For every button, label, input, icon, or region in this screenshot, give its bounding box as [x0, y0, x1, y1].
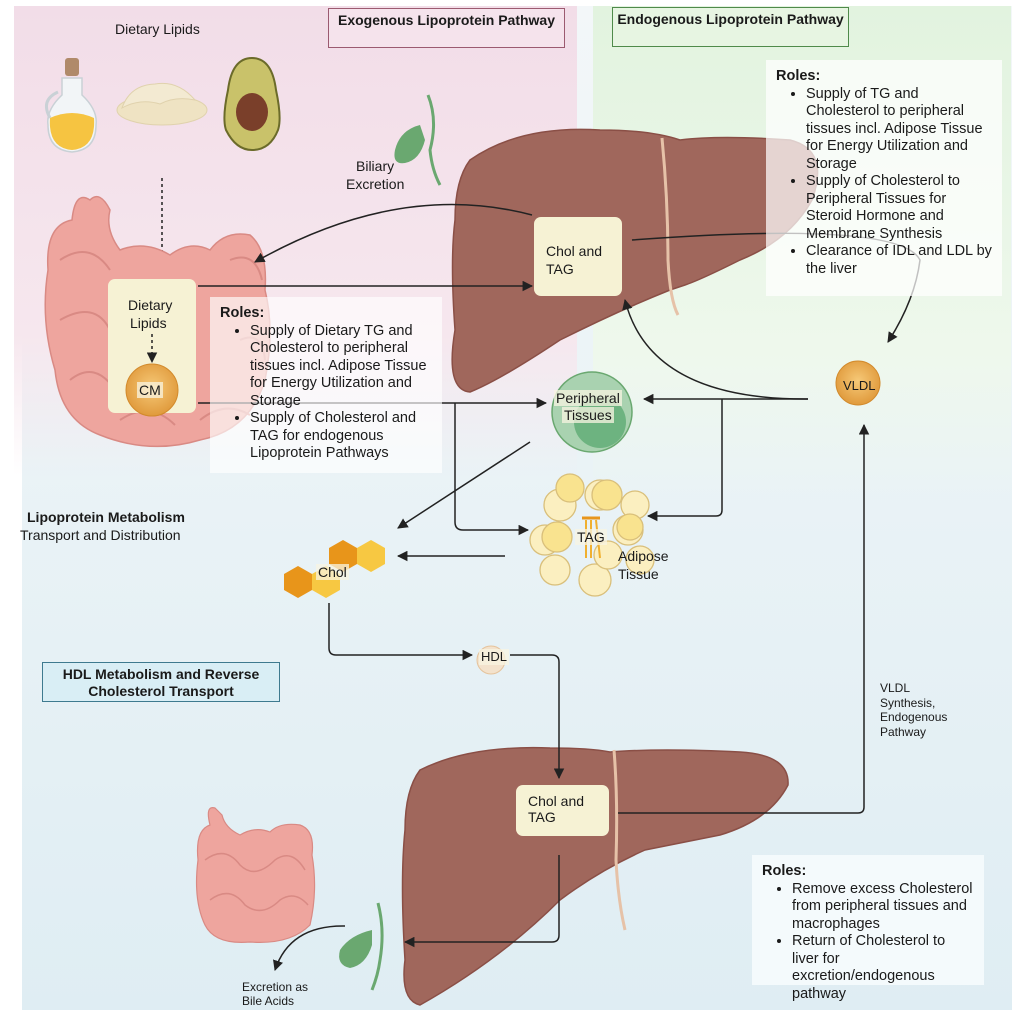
arrow-liver-to-intestine — [254, 203, 533, 263]
liver-bottom-box-line2: TAG — [528, 809, 556, 825]
arrow-cm-to-adipose — [454, 403, 530, 536]
avocado-icon — [223, 56, 281, 152]
endogenous-pathway-title: Endogenous Lipoprotein Pathway — [612, 7, 849, 47]
oil-bottle-icon — [44, 58, 97, 153]
arrow-liver-to-gallbladder — [403, 855, 560, 948]
arrow-vldl-to-liver — [622, 298, 809, 400]
role-item: Supply of Cholesterol and TAG for endoge… — [250, 410, 432, 463]
roles-heading: Roles: — [220, 305, 265, 321]
intestine-box-label-line2: Lipids — [130, 315, 167, 331]
role-item: Supply of Dietary TG and Cholesterol to … — [250, 323, 432, 411]
vldl-synthesis-line4: Pathway — [880, 724, 927, 739]
endogenous-roles-box: Roles: Supply of TG and Cholesterol to p… — [766, 60, 1002, 296]
biliary-excretion-label-line2: Excretion — [346, 176, 405, 192]
gallbladder-icon — [394, 94, 442, 186]
intestine-box-label-line1: Dietary — [128, 297, 173, 313]
vldl-synthesis-line3: Endogenous — [880, 710, 948, 724]
role-item: Supply of TG and Cholesterol to peripher… — [806, 86, 992, 174]
hdl-roles-box: Roles: Remove excess Cholesterol from pe… — [752, 855, 984, 1002]
cm-label: CM — [137, 382, 163, 398]
excretion-bile-acids-label-line1: Excretion as — [242, 980, 309, 994]
roles-heading: Roles: — [762, 863, 807, 879]
liver-top-icon — [451, 128, 819, 393]
adipose-tissue-label-line2: Tissue — [618, 566, 659, 582]
small-intestine-bottom-icon — [195, 807, 316, 943]
mayonnaise-icon — [116, 82, 208, 126]
tag-label: TAG — [575, 529, 607, 545]
biliary-excretion-label-line1: Biliary — [356, 158, 395, 174]
hdl-metabolism-title: HDL Metabolism and Reverse Cholesterol T… — [42, 662, 280, 702]
chol-label: Chol — [316, 564, 349, 580]
lipoprotein-metabolism-subtitle: Transport and Distribution — [20, 527, 181, 543]
liver-bottom-chol-tag-box: Chol and TAG — [516, 785, 609, 836]
gallbladder-bottom-icon — [339, 902, 384, 991]
role-item: Supply of Cholesterol to Peripheral Tiss… — [806, 173, 992, 243]
liver-top-box-line1: Chol and — [546, 243, 603, 259]
arrow-chol-to-hdl — [328, 603, 474, 661]
roles-heading: Roles: — [776, 68, 821, 84]
hdl-label: HDL — [479, 649, 510, 665]
vldl-label: VLDL — [843, 378, 876, 393]
excretion-bile-acids-label-line2: Bile Acids — [242, 994, 295, 1008]
adipose-tissue-icon — [529, 473, 655, 597]
vldl-synthesis-label: VLDL Synthesis, Endogenous Pathway — [880, 681, 947, 739]
peripheral-tissues-label-line2: Tissues — [562, 407, 614, 423]
liver-top-chol-tag-box: Chol and TAG — [534, 217, 622, 296]
exogenous-roles-box: Roles: Supply of Dietary TG and Choleste… — [210, 297, 442, 473]
dietary-lipids-label: Dietary Lipids — [115, 21, 200, 37]
peripheral-tissues-label-line1: Peripheral — [554, 390, 622, 406]
arrow-bile-excretion — [273, 925, 346, 971]
role-item: Return of Cholesterol to liver for excre… — [792, 933, 974, 1003]
liver-bottom-box-line1: Chol and — [528, 793, 585, 809]
role-item: Remove excess Cholesterol from periphera… — [792, 881, 974, 934]
liver-top-box-line2: TAG — [546, 261, 574, 277]
liver-bottom-icon — [401, 746, 789, 1006]
vldl-synthesis-line1: VLDL — [880, 681, 911, 695]
arrow-vldl-to-adipose — [646, 399, 723, 522]
arrow-hdl-to-liver — [510, 654, 565, 780]
adipose-tissue-label-line1: Adipose — [618, 548, 669, 564]
vldl-particle-icon — [835, 360, 881, 406]
role-item: Clearance of IDL and LDL by the liver — [806, 243, 992, 278]
exogenous-pathway-title: Exogenous Lipoprotein Pathway — [328, 8, 565, 48]
vldl-synthesis-line2: Synthesis, — [880, 695, 936, 710]
arrow-peripheral-to-chol — [397, 441, 531, 529]
arrow-liver-to-vldl-synthesis — [618, 423, 870, 814]
lipoprotein-metabolism-title: Lipoprotein Metabolism — [27, 509, 185, 525]
